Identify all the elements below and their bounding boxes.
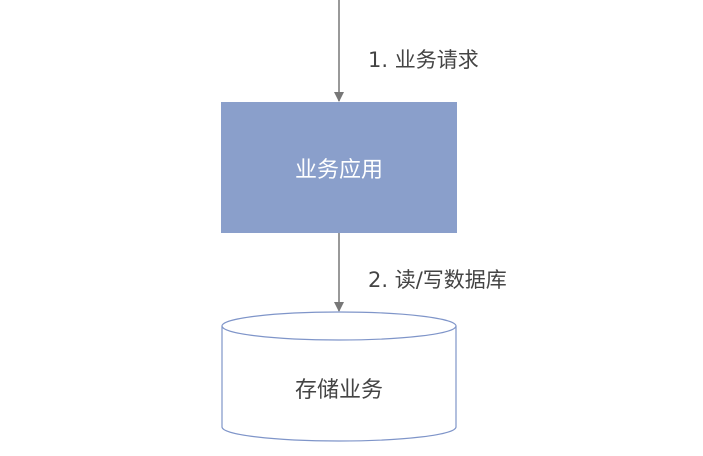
edge-label-request: 1. 业务请求 (368, 48, 479, 72)
app-node-label: 业务应用 (294, 157, 383, 183)
storage-cylinder-top (221, 311, 457, 341)
storage-cylinder-body (221, 326, 457, 442)
storage-node-label: 存储业务 (294, 377, 383, 403)
edge-label-readwrite: 2. 读/写数据库 (368, 268, 507, 292)
app-box (221, 102, 457, 233)
